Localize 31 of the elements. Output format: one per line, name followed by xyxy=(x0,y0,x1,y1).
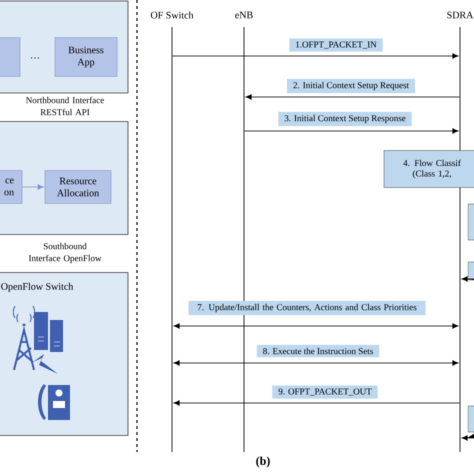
edge-label: 3. Initial Context Setup Response xyxy=(278,112,412,126)
interface-label: Southbound Interface OpenFlow xyxy=(28,242,102,264)
edge-label: 2. Initial Context Setup Request xyxy=(287,78,415,94)
edge-label: 7. Update/Install the Counters, Actions and Class Priorities xyxy=(188,300,426,316)
module-box: ce on xyxy=(0,170,22,204)
process-box xyxy=(468,204,474,240)
arrow xyxy=(174,323,458,329)
arrow xyxy=(174,360,458,366)
arrow xyxy=(462,276,474,282)
edge-label: 1.OFPT_PACKET_IN xyxy=(289,38,383,52)
lifeline-label: OF Switch xyxy=(150,11,194,19)
module-box: Resource Allocation xyxy=(44,170,112,204)
module-box xyxy=(0,37,20,77)
interface-label: Northbound Interface RESTful API xyxy=(26,96,104,116)
figure-label: (b) xyxy=(256,456,270,468)
arrow xyxy=(22,184,44,190)
arrow xyxy=(174,400,460,406)
process-box xyxy=(468,406,474,432)
arrow xyxy=(246,94,460,100)
module-box: Business App xyxy=(54,37,118,77)
arrow xyxy=(244,128,458,134)
edge-label: 9. OFPT_PACKET_OUT xyxy=(272,385,378,399)
ellipsis-text: … xyxy=(31,57,39,59)
process-box: 4. Flow Classif (Class 1,2, xyxy=(384,150,474,188)
arrow xyxy=(462,432,474,441)
arrow xyxy=(172,53,458,59)
panel-box: OpenFlow Switch xyxy=(0,272,128,436)
process-box xyxy=(468,262,474,280)
lifeline-label: eNB xyxy=(235,12,253,18)
lifeline-label: SDRA xyxy=(447,12,474,18)
edge-label: 8. Execute the Instruction Sets xyxy=(256,344,380,358)
